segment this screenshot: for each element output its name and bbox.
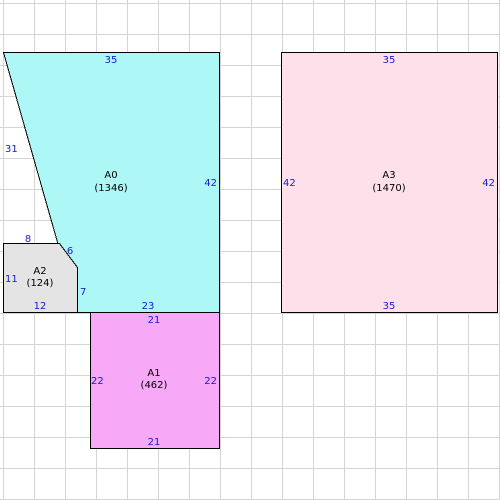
a3-left-dimension: 42 — [283, 178, 296, 189]
a2-left-dimension: 11 — [5, 274, 18, 285]
area-a3[interactable] — [281, 52, 498, 313]
a0-notch-diagonal-dimension: 6 — [67, 246, 73, 257]
a1-name: A1 — [147, 368, 160, 379]
a0-notch-top-dimension: 8 — [25, 234, 31, 245]
a0-notch-right-dimension: 7 — [80, 287, 86, 298]
area-a2-shape[interactable] — [3, 243, 78, 313]
a3-top-dimension: 35 — [383, 55, 396, 66]
a1-value: (462) — [141, 380, 168, 391]
a2-value: (124) — [27, 278, 54, 289]
a0-value: (1346) — [94, 183, 127, 194]
a1-top-dimension: 21 — [148, 315, 161, 326]
a0-left-dimension: 31 — [5, 144, 18, 155]
a3-value: (1470) — [372, 183, 405, 194]
area-a3-shape[interactable] — [281, 52, 498, 313]
a2-bottom-dimension: 12 — [34, 301, 47, 312]
a3-bottom-dimension: 35 — [383, 301, 396, 312]
a2-name: A2 — [33, 266, 46, 277]
area-a1-shape[interactable] — [90, 312, 220, 449]
a0-right-dimension: 42 — [204, 178, 217, 189]
area-a1[interactable] — [90, 312, 220, 449]
a1-bottom-dimension: 21 — [148, 437, 161, 448]
a0-top-dimension: 35 — [105, 55, 118, 66]
area-a2[interactable] — [3, 243, 78, 313]
a0-name: A0 — [104, 170, 117, 181]
a1-right-dimension: 22 — [204, 376, 217, 387]
a3-right-dimension: 42 — [482, 178, 495, 189]
a3-name: A3 — [382, 170, 395, 181]
a0-bottom-dimension: 23 — [142, 301, 155, 312]
a1-left-dimension: 22 — [91, 376, 104, 387]
